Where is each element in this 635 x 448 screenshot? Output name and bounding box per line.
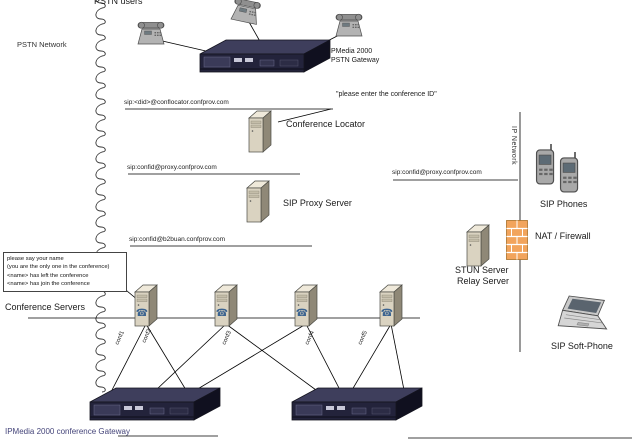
sip-softphone-label: SIP Soft-Phone xyxy=(551,341,613,351)
locator-connector xyxy=(277,108,332,123)
mini-phone-icon: ☎ xyxy=(381,308,393,319)
conference-server-icon: ☎ xyxy=(294,284,318,327)
conference-locator-label: Conference Locator xyxy=(286,119,366,129)
trunk-line xyxy=(225,323,317,391)
conference-server-icon: ☎ xyxy=(134,284,158,327)
cell-phone-icon xyxy=(559,151,579,193)
trunk-line xyxy=(390,323,405,391)
pstn-gateway-rack-icon xyxy=(199,39,331,73)
pstn-network-label: PSTN Network xyxy=(17,40,67,49)
trunk-line xyxy=(155,323,227,391)
conference-server-icon: ☎ xyxy=(379,284,403,327)
nat-firewall-icon xyxy=(505,219,529,261)
sip-phones-label: SIP Phones xyxy=(540,199,588,209)
mini-phone-icon: ☎ xyxy=(216,308,228,319)
trunk-line xyxy=(145,323,187,391)
pstn-gateway-label-line2: PSTN Gateway xyxy=(331,57,380,64)
trunk-line xyxy=(351,323,392,391)
conference-servers-label: Conference Servers xyxy=(5,302,86,312)
proxy-uri-label: sip:confid@proxy.confprov.com xyxy=(127,164,217,171)
announcement-bubble: please say your name (you are the only o… xyxy=(3,252,127,292)
nat-firewall-label: NAT / Firewall xyxy=(535,231,591,241)
conference-gateway-rack-icon xyxy=(89,387,221,421)
conflocator-uri-label: sip:<did>@conflocator.confprov.com xyxy=(124,99,229,106)
bubble-line: please say your name xyxy=(7,256,64,262)
bubble-line: <name> has join the conference xyxy=(7,281,90,288)
pstn-gateway-label-line1: IPMedia 2000 xyxy=(329,48,373,55)
mini-phone-icon: ☎ xyxy=(296,308,308,319)
ip-network-label: IP Network xyxy=(510,126,517,166)
desk-phone-icon xyxy=(230,0,262,25)
pstn-network-squiggle xyxy=(95,0,106,393)
sip-proxy-label: SIP Proxy Server xyxy=(283,198,352,208)
stun-server-label-line2: Relay Server xyxy=(457,276,510,286)
stun-server-icon xyxy=(466,224,490,267)
conference-gateway-rack-icon xyxy=(291,387,423,421)
connector-lines xyxy=(28,0,632,439)
conference-id-prompt: "please enter the conference ID" xyxy=(336,91,437,98)
b2bua-uri-label: sip:confid@b2buan.confprov.com xyxy=(129,236,226,243)
trunk-line xyxy=(305,323,341,391)
pstn-users-label: PSTN users xyxy=(94,0,143,6)
bubble-line: (you are the only one in the conference) xyxy=(7,264,110,271)
bubble-line: <name> has left the conference xyxy=(7,272,89,279)
mini-phone-icon: ☎ xyxy=(136,308,148,319)
stun-server-label-line1: STUN Server xyxy=(455,265,509,275)
conference-locator-server-icon xyxy=(248,110,272,153)
conference-gateway-label: IPMedia 2000 conference Gateway xyxy=(5,427,130,436)
trunk-line xyxy=(195,323,307,391)
cell-phone-icon xyxy=(535,143,555,185)
sip-proxy-server-icon xyxy=(246,180,270,223)
conference-server-icon: ☎ xyxy=(214,284,238,327)
laptop-icon xyxy=(557,295,608,330)
desk-phone-icon xyxy=(335,13,363,37)
right-proxy-uri-label: sip:confid@proxy.confprov.com xyxy=(392,169,482,176)
desk-phone-icon xyxy=(137,21,165,45)
trunk-line xyxy=(111,323,147,391)
